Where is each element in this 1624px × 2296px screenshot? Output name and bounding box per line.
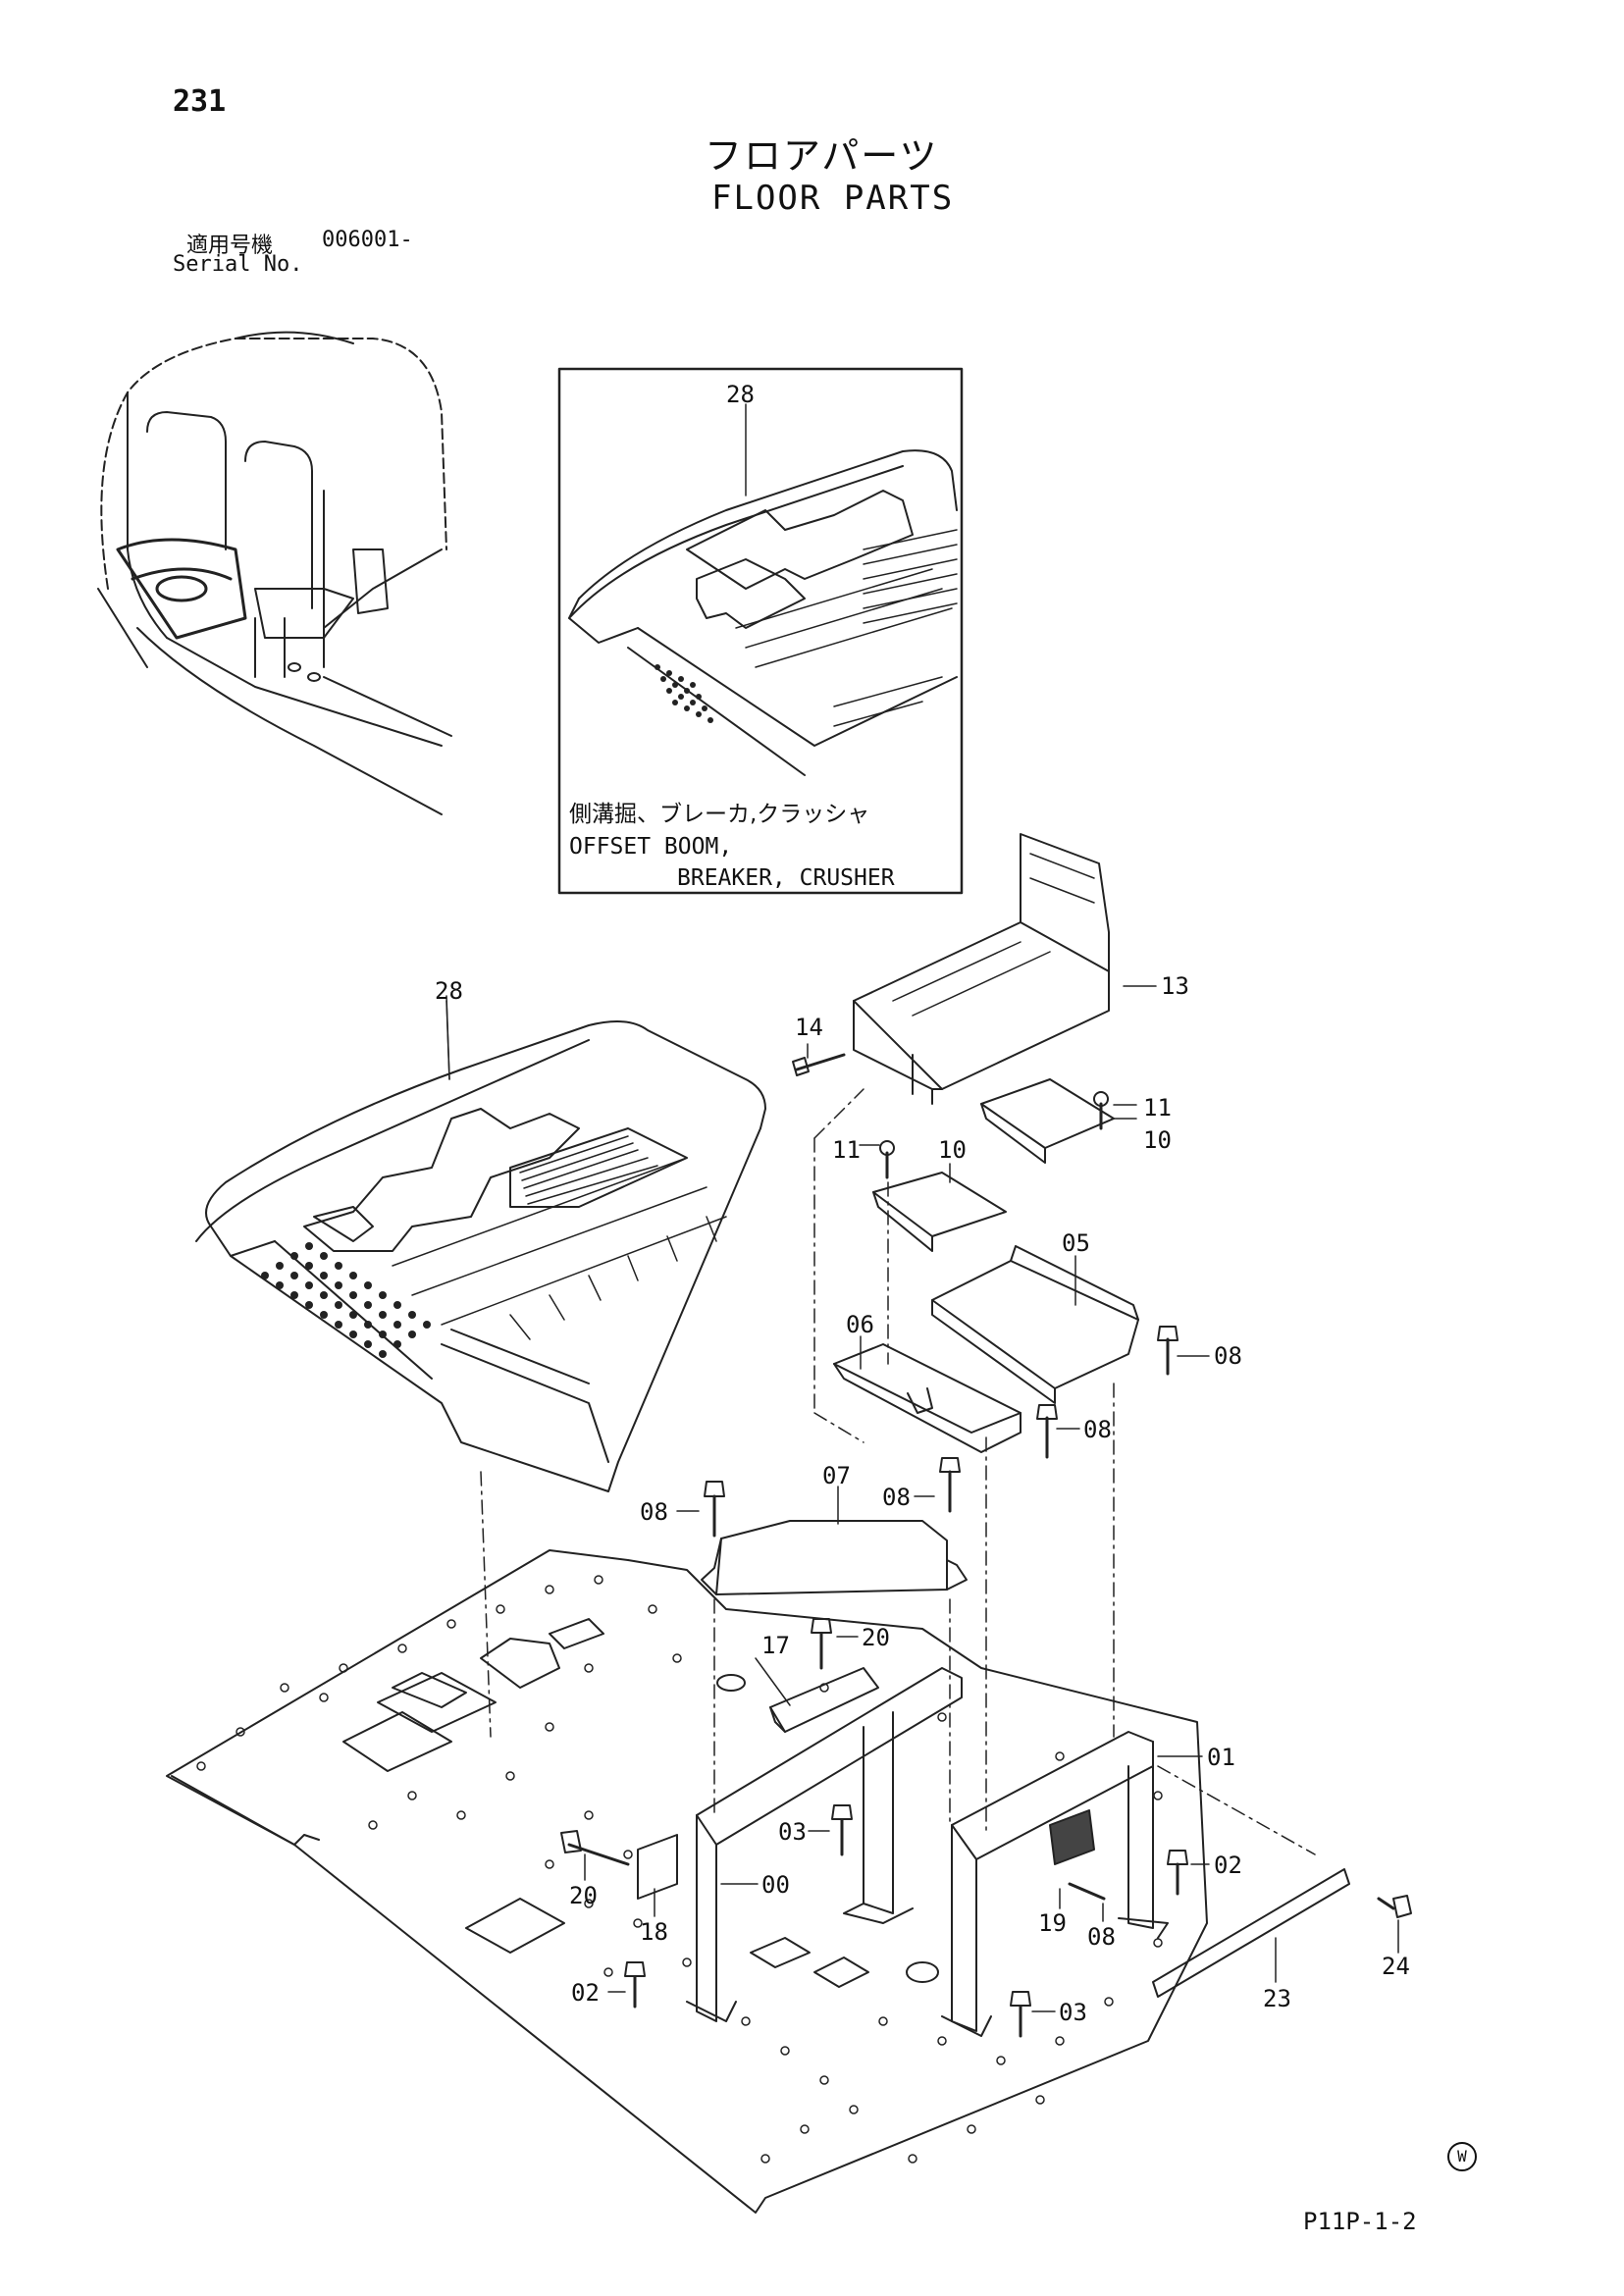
serial-value: 006001-: [322, 228, 413, 252]
inset-floor-mat-drawing: [568, 403, 958, 776]
part-label-02-right: 02: [1214, 1852, 1242, 1879]
serial-label: Serial No.: [173, 252, 303, 277]
inset-caption-japanese: 側溝掘、ブレーカ,クラッシャ: [569, 802, 870, 827]
part-label-20-bottom: 20: [569, 1882, 598, 1909]
part-label-08-right: 08: [1214, 1342, 1242, 1370]
part-label-24: 24: [1382, 1953, 1410, 1980]
part-label-18: 18: [640, 1918, 668, 1946]
page-title: FLOOR PARTS: [711, 179, 955, 218]
part-label-03-top: 03: [778, 1818, 807, 1846]
part-label-07: 07: [822, 1462, 851, 1489]
inset-part-label-28: 28: [726, 381, 755, 408]
part-label-11-left: 11: [832, 1136, 861, 1164]
part-label-10-right: 10: [1143, 1126, 1172, 1154]
inset-caption-line2: BREAKER, CRUSHER: [677, 865, 895, 891]
page-code: P11P-1-2: [1303, 2208, 1417, 2235]
w-mark-icon: W: [1447, 2142, 1477, 2171]
part-label-19: 19: [1038, 1909, 1067, 1937]
part-label-14: 14: [795, 1014, 823, 1041]
part-label-23: 23: [1263, 1985, 1291, 2012]
part-label-02-left: 02: [571, 1979, 600, 2007]
cab-overview-sketch: [97, 331, 452, 815]
floor-mat-drawing: [195, 995, 766, 1738]
part-label-17: 17: [761, 1632, 790, 1659]
page-title-japanese: フロアパーツ: [705, 134, 939, 178]
part-label-10-left: 10: [938, 1136, 967, 1164]
part-label-03-bottom: 03: [1059, 1999, 1087, 2026]
inset-caption-line1: OFFSET BOOM,: [569, 834, 733, 860]
part-label-08-middle: 08: [1083, 1416, 1112, 1443]
part-label-08-left: 08: [640, 1498, 668, 1526]
part-label-05: 05: [1062, 1229, 1090, 1257]
part-label-01: 01: [1207, 1744, 1235, 1771]
part-label-13: 13: [1161, 972, 1189, 1000]
part-label-28: 28: [435, 977, 463, 1005]
leader-lines: [445, 985, 1399, 2012]
inset-frame: [557, 367, 964, 895]
part-label-20-top: 20: [862, 1624, 890, 1651]
bracket-assembly-drawing: [560, 833, 1412, 2038]
part-label-11-right: 11: [1143, 1094, 1172, 1122]
part-label-06: 06: [846, 1311, 874, 1338]
floor-plate-drawing: [166, 1549, 1208, 2214]
serial-label-japanese: 適用号機: [186, 234, 274, 258]
part-label-00: 00: [761, 1871, 790, 1899]
part-label-08-bottom: 08: [1087, 1923, 1116, 1951]
part-label-08-center: 08: [882, 1484, 911, 1511]
page-number: 231: [173, 84, 227, 119]
